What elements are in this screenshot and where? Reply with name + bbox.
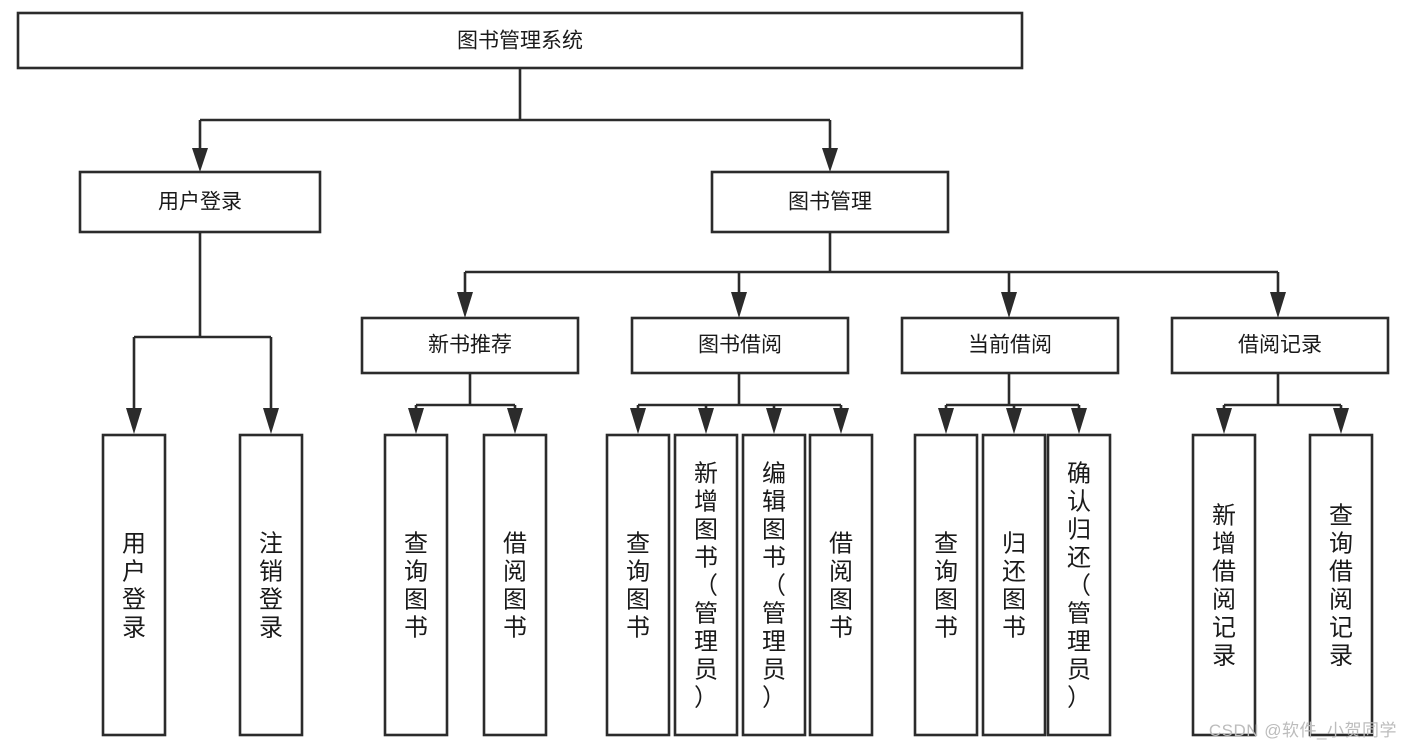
watermark: CSDN @软件_小贺同学 <box>1208 721 1397 740</box>
leaf-record-0-label: 新增借阅记录 <box>1212 502 1236 669</box>
connectors-group <box>126 68 1349 434</box>
arrowhead-book-manage-to-c4 <box>1270 292 1286 318</box>
leaf-recommend-0[interactable]: 查询图书 <box>383 433 449 737</box>
node-new-book-recommend[interactable]: 新书推荐 <box>360 316 580 375</box>
node-root-box[interactable] <box>16 11 1024 70</box>
leaf-borrow-2-box[interactable] <box>741 433 807 737</box>
arrowhead-book-manage-to-c2 <box>731 292 747 318</box>
arrowhead-book-manage-to-c3 <box>1001 292 1017 318</box>
arrowhead-book-manage-to-c1 <box>457 292 473 318</box>
arrowhead-record-leaf1 <box>1216 408 1232 434</box>
arrowhead-borrow-leaf3 <box>766 408 782 434</box>
leaf-user-login-0[interactable]: 用户登录 <box>101 433 167 737</box>
node-root[interactable]: 图书管理系统 <box>16 11 1024 70</box>
leaf-borrow-1[interactable]: 新增图书（管理员） <box>673 433 739 737</box>
arrowhead-current-leaf3 <box>1071 408 1087 434</box>
leaf-current-2[interactable]: 确认归还（管理员） <box>1046 433 1112 737</box>
node-book-manage-box[interactable] <box>710 170 950 234</box>
leaf-borrow-2[interactable]: 编辑图书（管理员） <box>741 433 807 737</box>
leaf-current-0[interactable]: 查询图书 <box>913 433 979 737</box>
node-user-login-box[interactable] <box>78 170 322 234</box>
arrowhead-user-login-leaf2 <box>263 408 279 434</box>
node-borrow-record-label: 借阅记录 <box>1238 334 1322 357</box>
node-current-borrow[interactable]: 当前借阅 <box>900 316 1120 375</box>
leaf-user-login-1-box[interactable] <box>238 433 304 737</box>
arrowhead-borrow-leaf1 <box>630 408 646 434</box>
leaf-current-1[interactable]: 归还图书 <box>981 433 1047 737</box>
arrowhead-borrow-leaf4 <box>833 408 849 434</box>
leaf-user-login-1[interactable]: 注销登录 <box>238 433 304 737</box>
node-borrow-record[interactable]: 借阅记录 <box>1170 316 1390 375</box>
node-book-borrow-box[interactable] <box>630 316 850 375</box>
leaf-record-0[interactable]: 新增借阅记录 <box>1191 433 1257 737</box>
node-current-borrow-box[interactable] <box>900 316 1120 375</box>
arrowhead-root-to-user-login <box>192 148 208 172</box>
leaf-recommend-1-label: 借阅图书 <box>503 530 527 641</box>
leaf-current-2-box[interactable] <box>1046 433 1112 737</box>
arrowhead-user-login-leaf1 <box>126 408 142 434</box>
arrowhead-current-leaf2 <box>1006 408 1022 434</box>
leaf-borrow-3[interactable]: 借阅图书 <box>808 433 874 737</box>
arrowhead-current-leaf1 <box>938 408 954 434</box>
arrowhead-root-to-book-manage <box>822 148 838 172</box>
leaf-user-login-1-label: 注销登录 <box>259 530 283 641</box>
leaf-current-2-label: 确认归还（管理员） <box>1067 460 1091 711</box>
leaf-user-login-0-box[interactable] <box>101 433 167 737</box>
leaf-borrow-1-box[interactable] <box>673 433 739 737</box>
leaf-record-0-box[interactable] <box>1191 433 1257 737</box>
leaf-recommend-0-label: 查询图书 <box>404 530 428 641</box>
node-book-manage[interactable]: 图书管理 <box>710 170 950 234</box>
leaf-borrow-2-label: 编辑图书（管理员） <box>762 460 786 711</box>
leaf-current-0-label: 查询图书 <box>934 530 958 641</box>
leaf-record-1[interactable]: 查询借阅记录 <box>1308 433 1374 737</box>
arrowhead-borrow-leaf2 <box>698 408 714 434</box>
leaf-record-1-box[interactable] <box>1308 433 1374 737</box>
leaf-user-login-0-label: 用户登录 <box>122 530 146 641</box>
leaf-current-0-box[interactable] <box>913 433 979 737</box>
arrowhead-recommend-leaf2 <box>507 408 523 434</box>
node-book-manage-label: 图书管理 <box>788 191 872 214</box>
leaf-borrow-0[interactable]: 查询图书 <box>605 433 671 737</box>
leaf-current-1-box[interactable] <box>981 433 1047 737</box>
leaf-recommend-1-box[interactable] <box>482 433 548 737</box>
leaf-current-1-label: 归还图书 <box>1002 530 1026 641</box>
node-book-borrow-label: 图书借阅 <box>698 334 782 357</box>
leaf-borrow-1-label: 新增图书（管理员） <box>694 460 718 711</box>
node-user-login[interactable]: 用户登录 <box>78 170 322 234</box>
node-borrow-record-box[interactable] <box>1170 316 1390 375</box>
node-user-login-label: 用户登录 <box>158 191 242 214</box>
node-new-book-recommend-box[interactable] <box>360 316 580 375</box>
leaf-recommend-0-box[interactable] <box>383 433 449 737</box>
leaf-borrow-3-box[interactable] <box>808 433 874 737</box>
leaf-borrow-3-label: 借阅图书 <box>829 530 853 641</box>
leaf-borrow-0-label: 查询图书 <box>626 530 650 641</box>
node-current-borrow-label: 当前借阅 <box>968 334 1052 357</box>
leaf-borrow-0-box[interactable] <box>605 433 671 737</box>
arrowhead-recommend-leaf1 <box>408 408 424 434</box>
node-root-label: 图书管理系统 <box>457 30 583 53</box>
node-new-book-recommend-label: 新书推荐 <box>428 334 512 357</box>
leaf-record-1-label: 查询借阅记录 <box>1329 502 1353 669</box>
arrowhead-record-leaf2 <box>1333 408 1349 434</box>
node-book-borrow[interactable]: 图书借阅 <box>630 316 850 375</box>
leaf-recommend-1[interactable]: 借阅图书 <box>482 433 548 737</box>
